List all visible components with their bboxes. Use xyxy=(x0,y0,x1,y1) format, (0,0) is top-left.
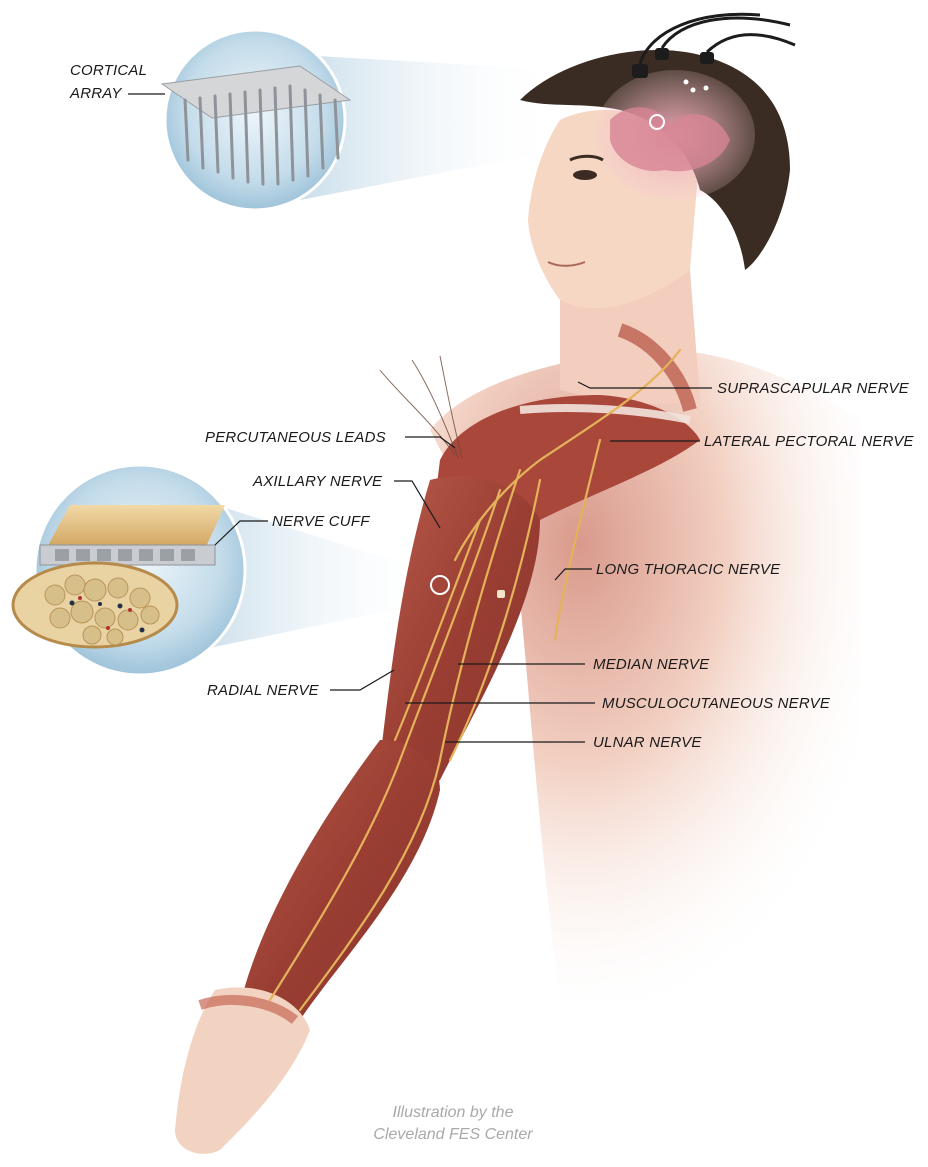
label-median-nerve: MEDIAN NERVE xyxy=(593,656,709,673)
label-radial-nerve: RADIAL NERVE xyxy=(207,682,319,699)
label-percutaneous-leads: PERCUTANEOUS LEADS xyxy=(205,429,386,446)
label-axillary-nerve: AXILLARY NERVE xyxy=(253,473,382,490)
label-long-thoracic-nerve: LONG THORACIC NERVE xyxy=(596,561,780,578)
label-cortical-array-line2: ARRAY xyxy=(70,85,122,102)
upper-arm-shape xyxy=(380,476,540,790)
label-musculocutaneous-nerve: MUSCULOCUTANEOUS NERVE xyxy=(602,695,830,712)
label-nerve-cuff: NERVE CUFF xyxy=(272,513,370,530)
credit-line-1: Illustration by the xyxy=(333,1102,573,1124)
illustration-credit: Illustration by the Cleveland FES Center xyxy=(333,1102,573,1146)
label-suprascapular-nerve: SUPRASCAPULAR NERVE xyxy=(717,380,909,397)
label-lateral-pectoral-nerve: LATERAL PECTORAL NERVE xyxy=(704,433,914,450)
cortical-array-inset xyxy=(165,30,345,210)
credit-line-2: Cleveland FES Center xyxy=(333,1124,573,1146)
label-ulnar-nerve: ULNAR NERVE xyxy=(593,734,702,751)
label-cortical-array-line1: CORTICAL xyxy=(70,62,147,79)
